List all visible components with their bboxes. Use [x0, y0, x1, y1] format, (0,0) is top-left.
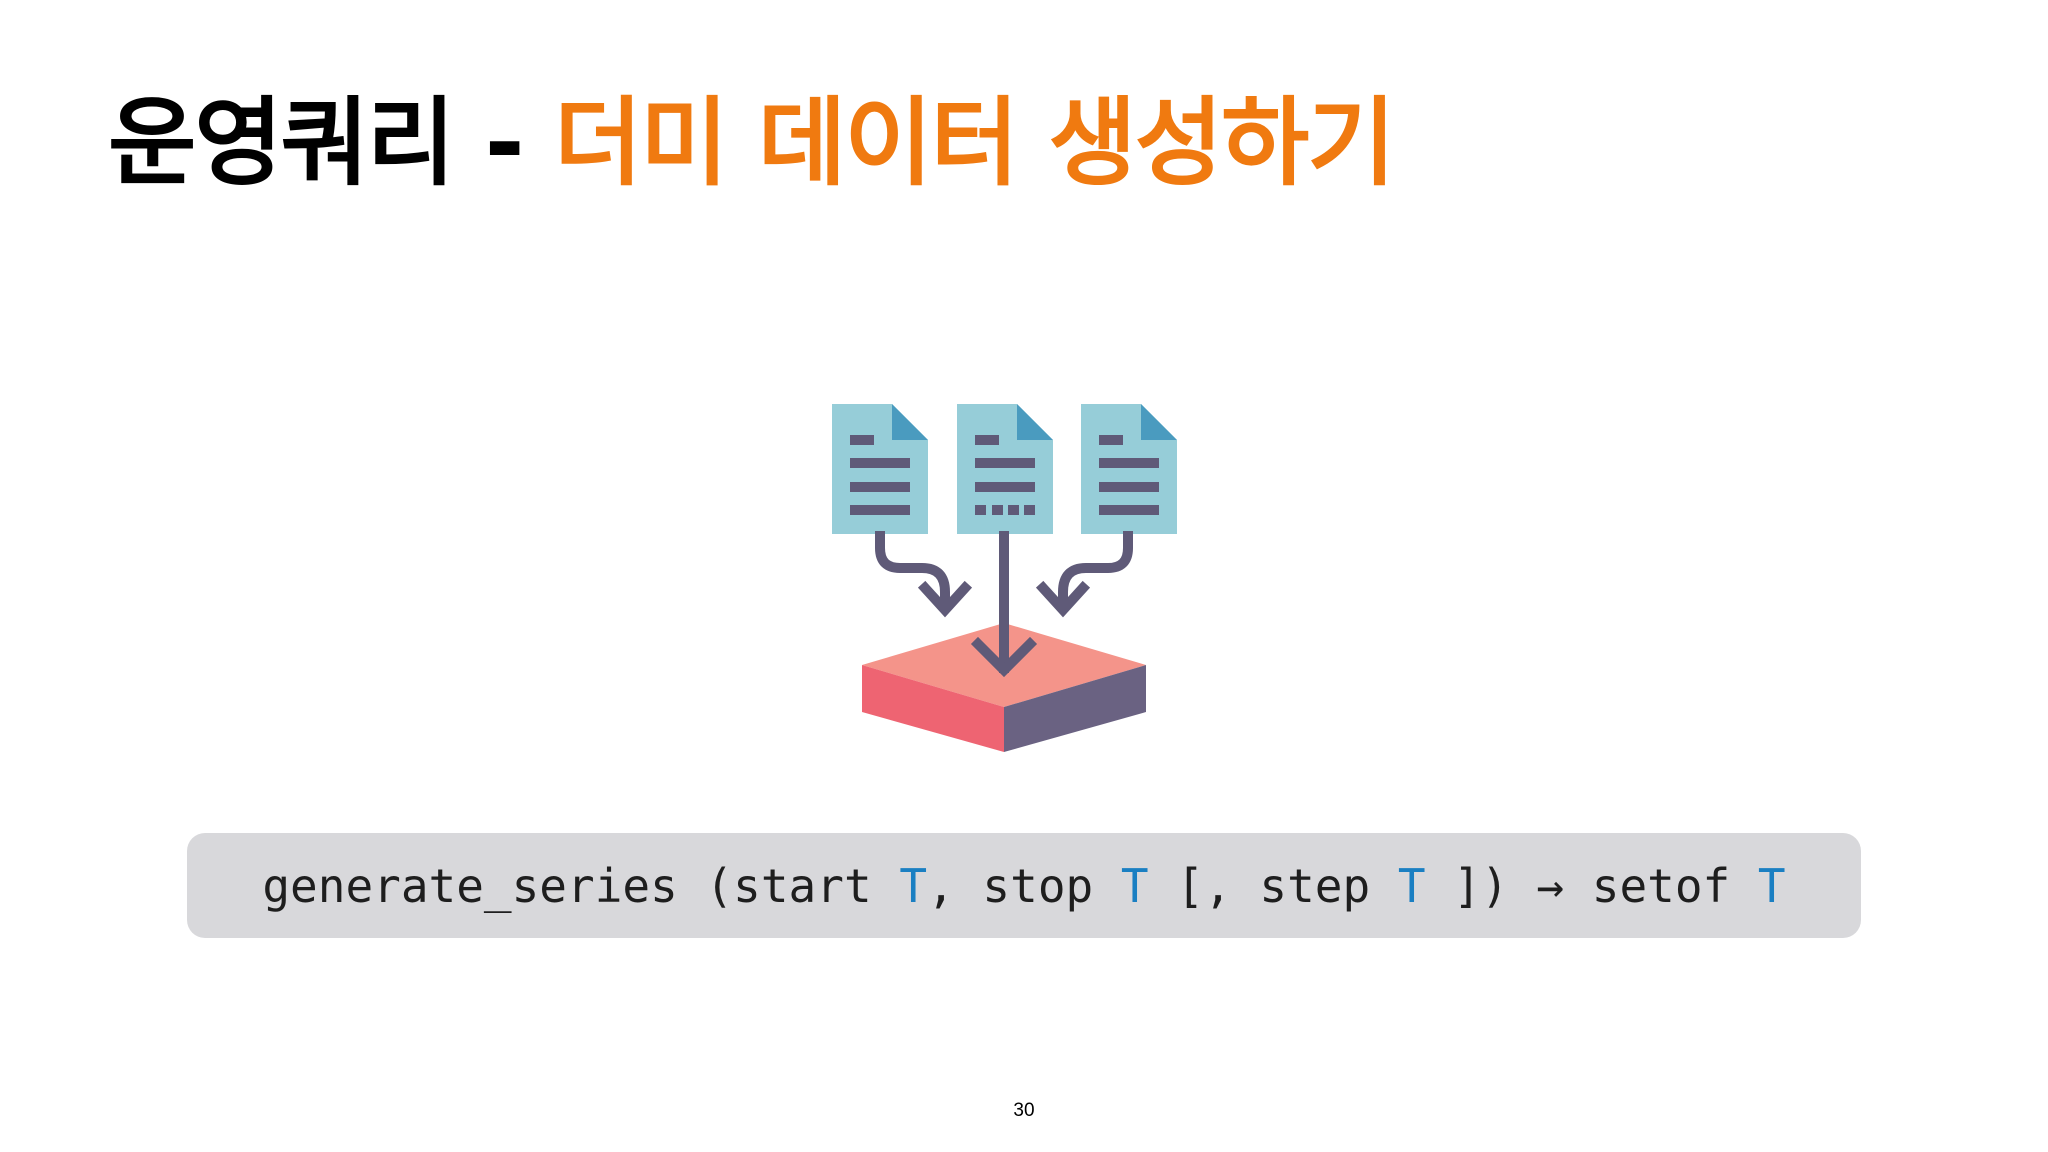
document-icon-3	[1081, 404, 1177, 534]
code-stop-param: , stop	[927, 858, 1121, 913]
page-title: 운영쿼리 - 더미 데이터 생성하기	[108, 78, 1396, 208]
code-type-step: T	[1397, 858, 1426, 913]
code-function-name: generate_series	[262, 858, 678, 913]
code-type-start: T	[899, 858, 928, 913]
code-start-param: (start	[677, 858, 900, 913]
document-icon-2	[957, 404, 1053, 534]
page-number: 30	[1013, 1100, 1035, 1121]
code-return-clause: ]) → setof	[1425, 858, 1758, 913]
title-separator: -	[453, 87, 554, 199]
code-type-return: T	[1757, 858, 1786, 913]
title-accent: 더미 데이터 생성하기	[553, 87, 1396, 199]
code-snippet-box: generate_series (start T, stop T [, step…	[187, 833, 1861, 938]
code-snippet: generate_series (start T, stop T [, step…	[262, 859, 1785, 913]
title-main: 운영쿼리	[108, 87, 455, 199]
document-icon-1	[832, 404, 928, 534]
arrow-icons	[875, 531, 1133, 678]
merge-documents-into-database-icon	[832, 404, 1177, 752]
code-type-stop: T	[1120, 858, 1149, 913]
code-step-param: [, step	[1148, 858, 1398, 913]
